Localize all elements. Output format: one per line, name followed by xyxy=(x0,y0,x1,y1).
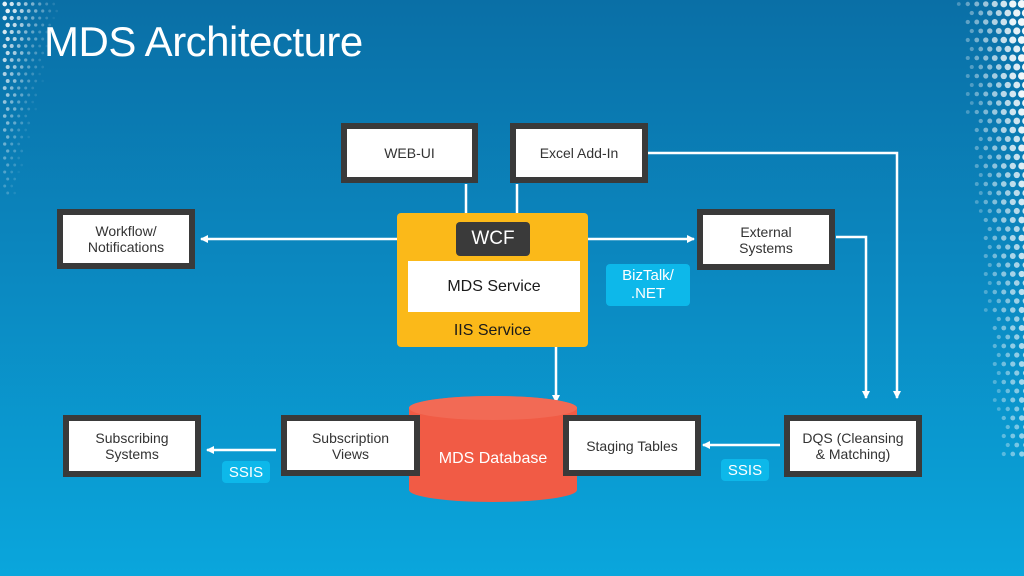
web-ui-label: WEB-UI xyxy=(384,145,435,161)
external-label-line1: External xyxy=(740,223,792,240)
web-ui-node: WEB-UI xyxy=(341,123,478,183)
subscription-label-line1: Subscription xyxy=(311,429,390,446)
dqs-label-line2: & Matching) xyxy=(815,446,891,462)
workflow-label-line1: Workflow/ xyxy=(95,223,157,239)
subscribing-label-line1: Subscribing xyxy=(95,430,169,446)
subscription-views-node: Subscription Views xyxy=(281,415,420,476)
excel-addin-node: Excel Add-In xyxy=(510,123,648,183)
workflow-notifications-node: Workflow/ Notifications xyxy=(57,209,195,269)
dqs-node: DQS (Cleansing & Matching) xyxy=(784,415,922,477)
ssis-badge-left: SSIS xyxy=(222,461,270,483)
wcf-node: WCF xyxy=(456,222,530,256)
biztalk-label-line2: .NET xyxy=(630,285,666,302)
arrow-external-to-dqs xyxy=(836,235,870,399)
halftone-decoration-right xyxy=(956,0,1024,457)
dqs-label-line1: DQS (Cleansing xyxy=(802,430,904,446)
staging-tables-label: Staging Tables xyxy=(586,437,678,454)
external-label-line2: Systems xyxy=(739,239,793,256)
halftone-decoration-left xyxy=(2,1,59,195)
page-title: MDS Architecture xyxy=(44,18,363,65)
staging-tables-node: Staging Tables xyxy=(563,415,701,476)
mds-database-label: MDS Database xyxy=(438,450,548,467)
workflow-label-line2: Notifications xyxy=(87,239,165,255)
mds-database-cylinder xyxy=(409,396,577,502)
subscribing-label-line2: Systems xyxy=(105,446,159,462)
iis-service-label: IIS Service xyxy=(453,322,532,339)
external-systems-node: External Systems xyxy=(697,209,835,270)
ssis-badge-right: SSIS xyxy=(721,459,769,481)
biztalk-net-badge: BizTalk/ .NET xyxy=(606,264,690,306)
subscription-label-line2: Views xyxy=(331,445,370,462)
excel-addin-label: Excel Add-In xyxy=(539,145,619,161)
mds-service-node: MDS Service xyxy=(408,261,580,312)
subscribing-systems-node: Subscribing Systems xyxy=(63,415,201,477)
arrow-excel-to-dqs xyxy=(648,151,901,399)
biztalk-label-line1: BizTalk/ xyxy=(622,267,674,284)
